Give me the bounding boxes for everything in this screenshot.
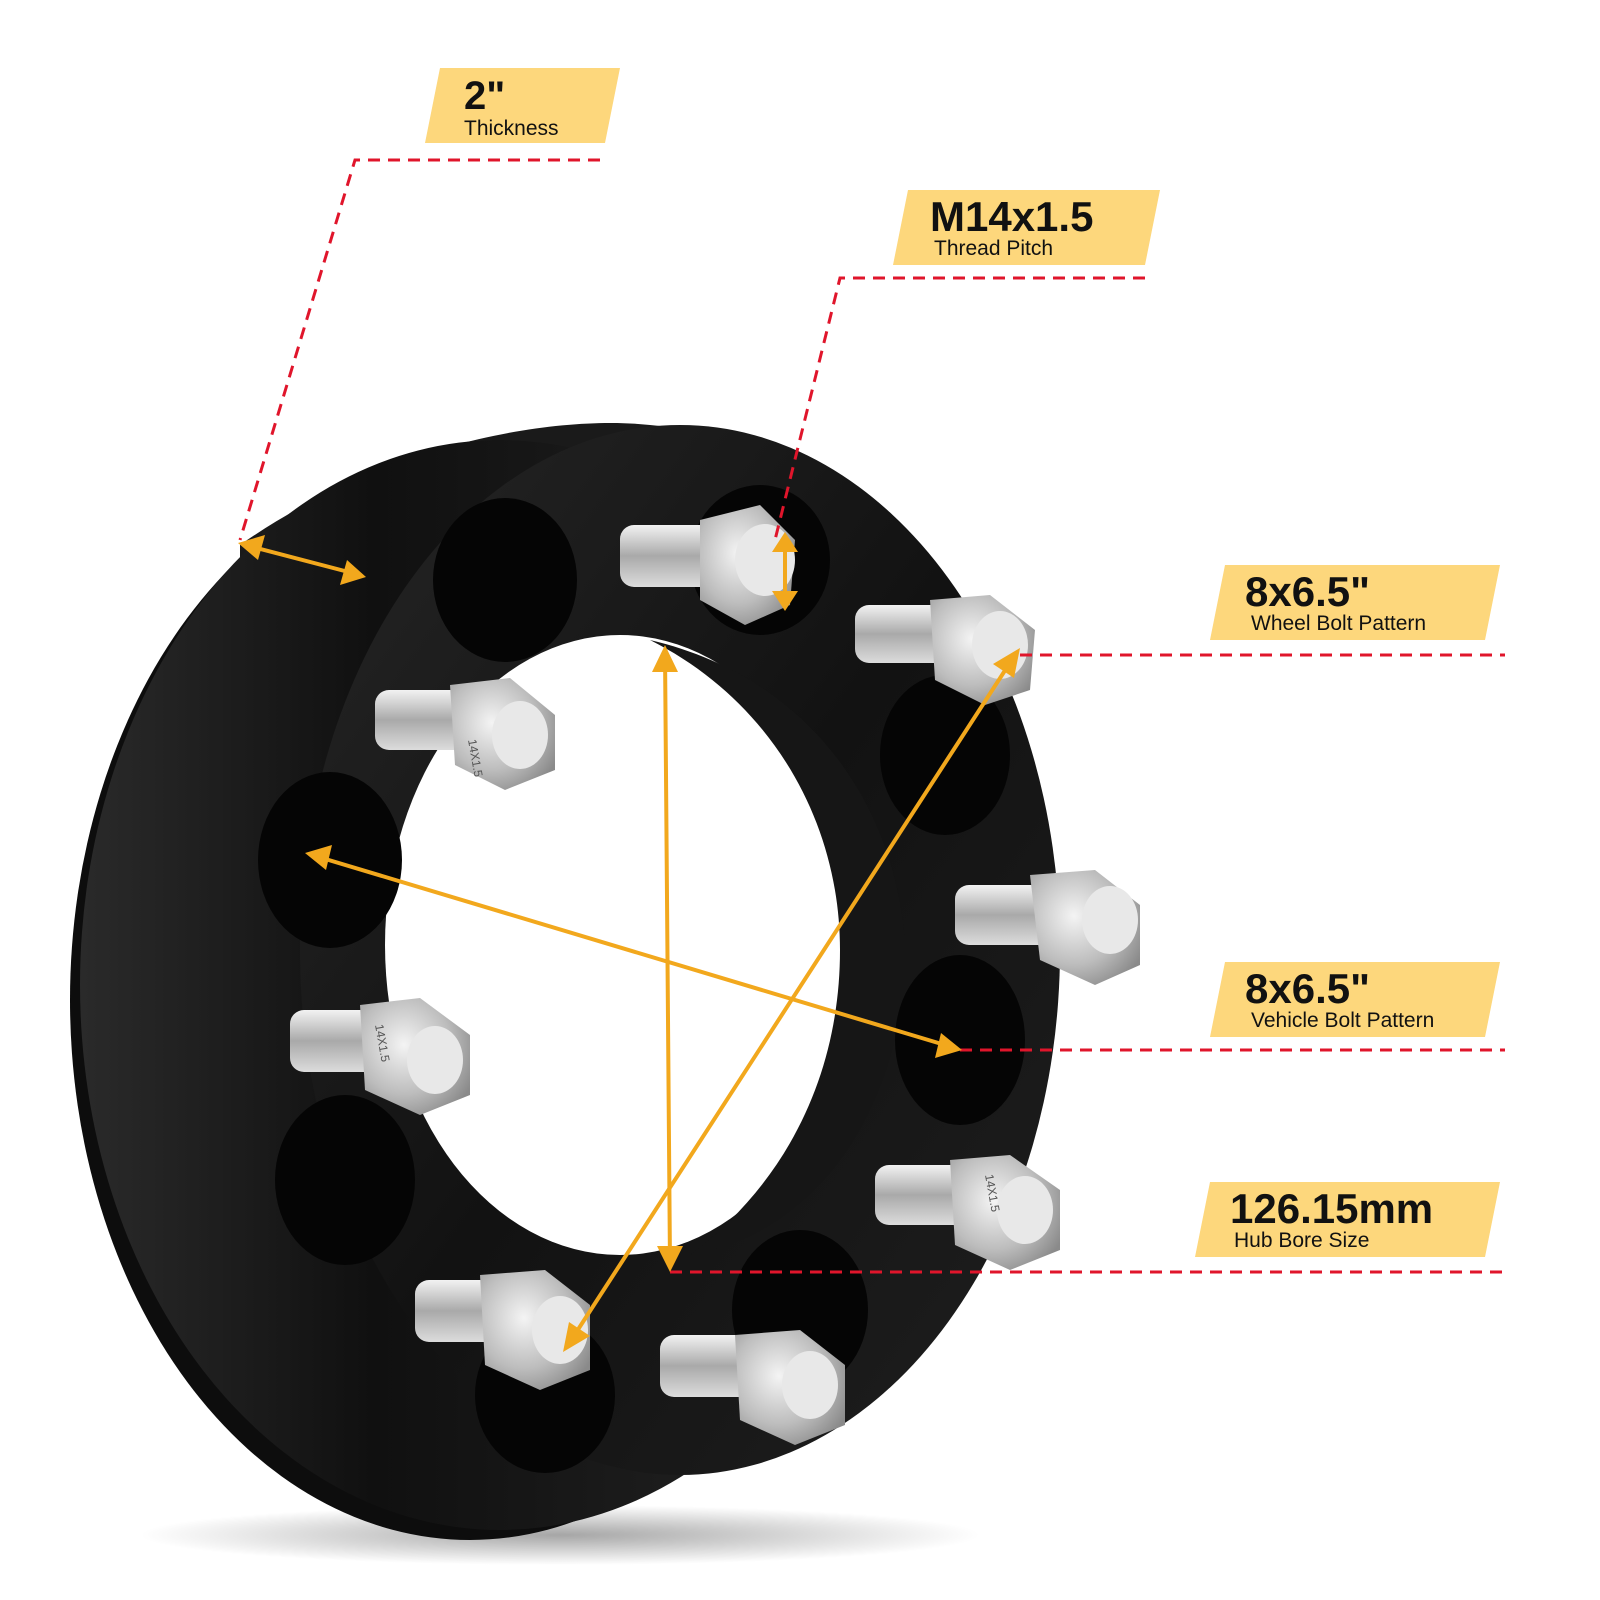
stud-marking: 14X1.5	[465, 738, 485, 778]
wheel-pattern-value: 8x6.5"	[1245, 568, 1371, 615]
stud-marking: 14X1.5	[982, 1173, 1002, 1213]
vehicle-pattern-value: 8x6.5"	[1245, 965, 1371, 1012]
bolt-hole	[433, 498, 577, 662]
stud	[415, 1270, 590, 1390]
vehicle-pattern-tag	[1210, 962, 1500, 1037]
thread-pitch-caption: Thread Pitch	[934, 237, 1054, 260]
leader-line-thickness	[238, 158, 600, 541]
hub-bore-caption: Hub Bore Size	[1234, 1229, 1370, 1252]
stud	[660, 1330, 845, 1445]
thread-pitch-value: M14x1.5	[930, 193, 1094, 240]
leader-line-thread-pitch	[773, 276, 1145, 541]
stud	[875, 1155, 1060, 1270]
bolt-hole	[895, 955, 1025, 1125]
thread-pitch-callout: M14x1.5 Thread Pitch	[908, 190, 1158, 265]
wheel-pattern-tag	[1210, 565, 1500, 640]
stud	[375, 678, 555, 790]
stud	[955, 870, 1140, 985]
stud-marking: 14X1.5	[372, 1023, 392, 1063]
dimension-arrows	[238, 532, 1020, 1352]
thickness-arrow	[243, 543, 362, 577]
stud	[290, 998, 470, 1115]
hub-bore-value: 126.15mm	[1230, 1185, 1434, 1232]
label-tags	[425, 68, 1500, 1257]
hub-bore	[385, 635, 855, 1255]
wheel-pattern-caption: Wheel Bolt Pattern	[1251, 612, 1427, 635]
hub-bore-tag	[1195, 1182, 1500, 1257]
stud	[855, 595, 1035, 705]
ground-shadow	[140, 1505, 980, 1565]
hub-bore-callout: 126.15mm Hub Bore Size	[1210, 1182, 1500, 1257]
thickness-caption: Thickness	[464, 117, 559, 140]
wheel-studs	[290, 505, 1140, 1445]
thread-pitch-tag	[893, 190, 1160, 265]
vehicle-bolt-pattern-arrow	[310, 853, 957, 1050]
stud	[620, 505, 795, 625]
hub-bore-arrow	[663, 650, 672, 1267]
thickness-value: 2"	[464, 74, 506, 118]
vehicle-pattern-caption: Vehicle Bolt Pattern	[1251, 1009, 1435, 1032]
thickness-tag	[425, 68, 620, 143]
leader-lines	[238, 158, 1505, 1274]
hub-bore-inner-wall	[650, 640, 905, 1255]
thickness-callout: 2" Thickness	[440, 68, 620, 143]
wheel-pattern-callout: 8x6.5" Wheel Bolt Pattern	[1225, 565, 1500, 640]
bolt-hole	[275, 1095, 415, 1265]
vehicle-pattern-callout: 8x6.5" Vehicle Bolt Pattern	[1225, 962, 1500, 1037]
